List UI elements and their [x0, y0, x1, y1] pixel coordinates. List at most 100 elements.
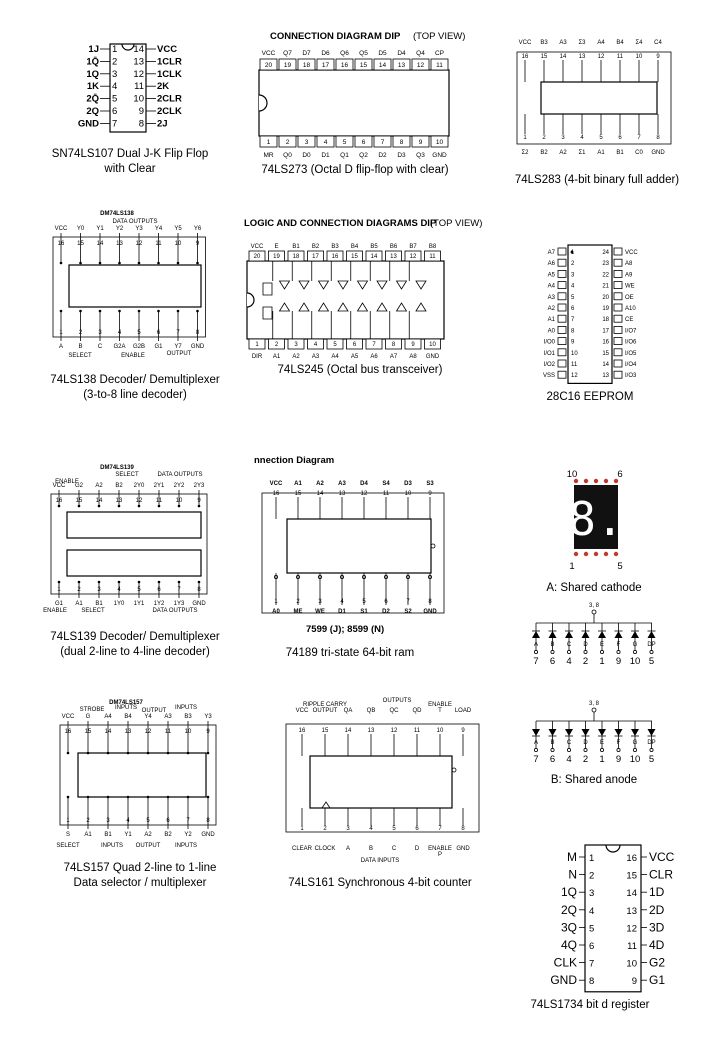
pin-dot	[157, 504, 161, 508]
pin-number: 6	[571, 306, 575, 312]
led-diode	[598, 729, 606, 736]
notch	[605, 844, 621, 853]
pin-box	[365, 250, 383, 262]
segment-letter: A	[534, 740, 538, 746]
pin-box	[297, 135, 316, 148]
pin-number: 13	[339, 491, 346, 497]
buffer-triangle	[317, 280, 330, 290]
segment-pin: 9	[616, 656, 621, 667]
pin-label: B	[78, 344, 82, 350]
pin-label: QD	[413, 708, 423, 714]
pin-dot	[137, 580, 141, 584]
pin-label: A1	[75, 601, 83, 607]
buffer-triangle	[415, 280, 427, 290]
pin-label: Q6	[340, 50, 349, 57]
pin-dot	[593, 478, 599, 484]
notch	[258, 94, 268, 112]
chip-frame	[52, 236, 206, 338]
pin-label: Σ4	[635, 40, 643, 46]
pin-dot	[97, 504, 101, 508]
segment-pin: 1	[599, 754, 604, 765]
pin-box	[346, 338, 363, 350]
buffer-triangle	[395, 302, 408, 312]
pin-label: A1	[84, 832, 92, 838]
pin-number: 1	[569, 561, 574, 572]
common-pin: 3, 8	[589, 603, 600, 609]
caption-ls189: 74189 tri-state 64-bit ram	[260, 646, 440, 661]
pin-box	[248, 250, 266, 262]
chip-title: DM74LS139	[100, 465, 134, 471]
pin-number: 1	[523, 135, 527, 141]
pin-number: 16	[299, 728, 306, 734]
pin-label: B1	[616, 150, 624, 156]
pin-label: 1Q̄	[86, 56, 99, 67]
pin-node	[583, 649, 588, 654]
pin-box	[557, 348, 567, 357]
pin-node	[533, 747, 538, 752]
pin-label: VCC	[270, 481, 283, 487]
pin-number: 4	[571, 284, 575, 290]
pin-box	[557, 247, 567, 256]
caption-ls107: SN74LS107 Dual J-K Flip Flop with Clear	[30, 147, 230, 177]
pin-label: G	[86, 714, 91, 720]
diagram-heading: CONNECTION DIAGRAM DIP	[270, 31, 401, 42]
pin-box	[557, 269, 567, 278]
pin-label: E	[274, 244, 278, 250]
pin-dot	[57, 580, 61, 584]
pin-number: 13	[579, 54, 586, 60]
buffer-triangle	[337, 302, 349, 312]
group-label: OUTPUT	[142, 708, 167, 714]
pin-box	[613, 303, 623, 312]
pin-number: 19	[273, 254, 280, 260]
pin-label: S2	[404, 609, 412, 615]
pin-number: 10	[429, 342, 436, 348]
pin-label: 2Y2	[174, 483, 185, 489]
pin-number: 16	[626, 853, 637, 864]
pin-number: 7	[589, 959, 594, 970]
pin-label: 1D	[649, 885, 665, 899]
caption-line: (dual 2-line to 4-line decoder)	[60, 646, 210, 658]
chip-block	[286, 518, 432, 574]
pin-label: DIR	[252, 354, 263, 360]
pin-number: 9	[196, 241, 200, 247]
eeprom-diagram: A71A62A53A44A35A26A17A08I/O09I/O110I/O21…	[530, 240, 650, 384]
pin-label: B3	[331, 244, 339, 250]
led-diode	[598, 631, 606, 638]
pin-label: A3	[338, 481, 346, 487]
pin-number: 5	[589, 923, 594, 934]
pin-label: GND	[651, 150, 665, 156]
pin-label: 3Q	[561, 920, 577, 934]
pin-number: 5	[392, 826, 396, 832]
pin-label: GND	[192, 601, 206, 607]
pin-number: 15	[626, 871, 637, 882]
pin-label: G2B	[133, 344, 145, 350]
pin-number: 9	[656, 54, 660, 60]
pin-number: 22	[602, 272, 609, 278]
pin-number: 5	[617, 561, 622, 572]
pin-label: A9	[625, 272, 633, 278]
pin-label: 1Y3	[174, 601, 185, 607]
pin-label: Y3	[204, 714, 212, 720]
pin-label: A5	[548, 272, 556, 278]
pin-number: 10	[405, 491, 412, 497]
segment-pin: 2	[583, 754, 588, 765]
pin-number: 9	[197, 498, 201, 504]
pin-dot	[66, 795, 70, 799]
pin-number: 11	[571, 362, 578, 368]
pin-dot	[613, 478, 619, 484]
group-label: INPUTS	[175, 705, 197, 711]
pin-number: 8	[589, 976, 594, 987]
pin-label: D4	[397, 50, 406, 57]
caption-line: 74LS157 Quad 2-line to 1-line	[63, 862, 217, 874]
pin-number: 2	[79, 330, 83, 336]
segment-pin: 4	[566, 754, 571, 765]
pin-box	[613, 326, 623, 334]
pin-label: 2Y0	[134, 483, 145, 489]
pin-label: C	[392, 846, 397, 852]
pin-number: 3	[571, 272, 575, 278]
caption-b: B: Shared anode	[551, 774, 637, 786]
led-diode	[614, 631, 623, 638]
pin-number: 1	[112, 44, 117, 55]
